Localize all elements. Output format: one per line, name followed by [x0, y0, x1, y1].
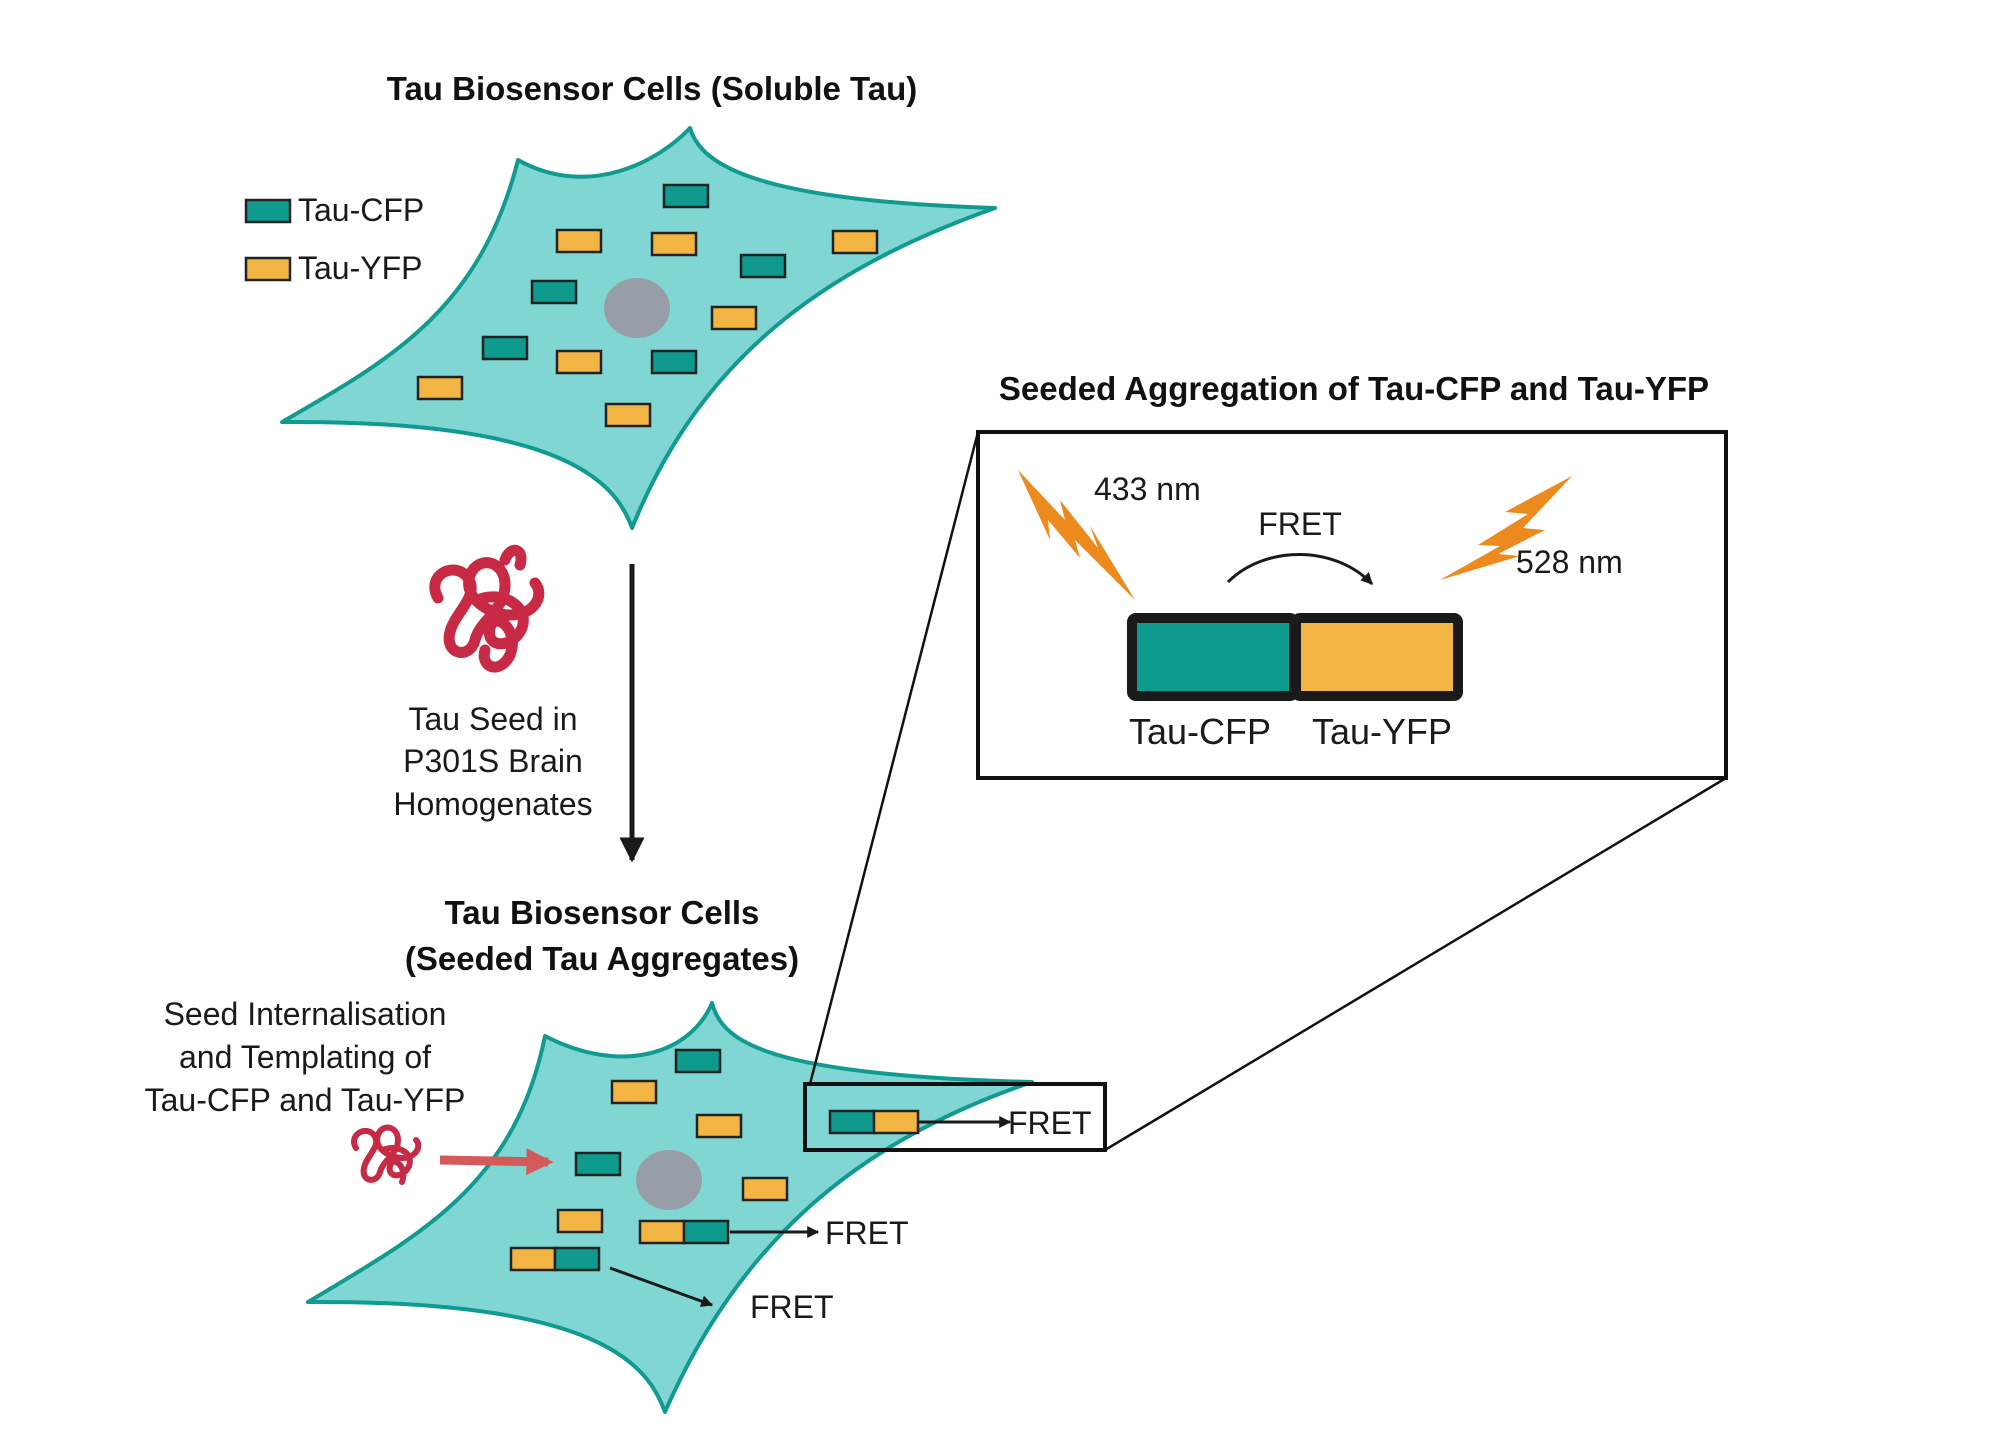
aggregate-cfp	[828, 1109, 876, 1135]
fret-label-2: FRET	[825, 1215, 909, 1251]
tau-yfp-protein	[610, 1079, 658, 1105]
tau-cfp-protein	[574, 1151, 622, 1177]
seed-label-line-3: Homogenates	[393, 786, 592, 822]
bottom-cell	[306, 1001, 1034, 1414]
internalisation-arrow	[439, 1148, 554, 1176]
fret-label-3: FRET	[750, 1289, 834, 1325]
fret-arrow-3	[609, 1266, 714, 1307]
tau-yfp-protein	[556, 1208, 604, 1234]
tau-yfp-protein	[831, 229, 879, 255]
bottom-cell-nucleus	[636, 1150, 702, 1210]
inset-tau-cfp-block	[1127, 613, 1299, 701]
aggregate-cfp	[682, 1219, 730, 1245]
inset-fret-label: FRET	[1258, 506, 1342, 542]
inset-fret-arrow	[1226, 553, 1374, 586]
seed-label: Tau Seed in P301S Brain Homogenates	[393, 701, 592, 822]
inset-cfp-label: Tau-CFP	[1129, 711, 1271, 752]
fret-label-1: FRET	[1008, 1105, 1092, 1141]
seed-label-line-2: P301S Brain	[403, 743, 583, 779]
top-cell-nucleus	[604, 278, 670, 338]
seed-label-line-1: Tau Seed in	[408, 701, 577, 737]
legend: Tau-CFP Tau-YFP	[244, 192, 424, 286]
small-tau-seed-icon	[351, 1124, 422, 1185]
zoom-connector-bottom	[1104, 776, 1727, 1152]
inset-tau-yfp-block	[1291, 613, 1463, 701]
top-cell-proteins	[416, 183, 879, 428]
tau-yfp-protein	[695, 1113, 743, 1139]
bottom-cell-title-line-1: Tau Biosensor Cells	[445, 894, 760, 931]
internalisation-line-3: Tau-CFP and Tau-YFP	[145, 1082, 466, 1118]
legend-cfp-swatch	[244, 198, 292, 224]
aggregate-yfp	[872, 1109, 920, 1135]
tau-cfp-protein	[530, 279, 578, 305]
aggregate-yfp	[638, 1219, 686, 1245]
legend-yfp-swatch	[244, 256, 292, 282]
tau-cfp-protein	[662, 183, 710, 209]
top-cell	[280, 126, 997, 530]
tau-yfp-protein	[555, 228, 603, 254]
aggregate-cfp	[553, 1246, 601, 1272]
zoom-connector-top	[808, 431, 980, 1085]
internalisation-label: Seed Internalisation and Templating of T…	[145, 996, 466, 1118]
emission-lightning-icon	[1440, 476, 1572, 580]
internalisation-line-2: and Templating of	[179, 1039, 431, 1075]
tau-yfp-protein	[741, 1176, 789, 1202]
excitation-label: 433 nm	[1094, 471, 1201, 507]
inset-panel	[976, 430, 1728, 780]
tau-cfp-protein	[674, 1048, 722, 1074]
tau-yfp-protein	[650, 231, 698, 257]
zoom-selection-box	[803, 1082, 1107, 1152]
tau-cfp-protein	[481, 335, 529, 361]
tau-yfp-protein	[416, 375, 464, 401]
legend-cfp-label: Tau-CFP	[298, 192, 424, 228]
aggregate-yfp	[509, 1246, 557, 1272]
excitation-lightning-icon	[1018, 470, 1135, 600]
tau-yfp-protein	[604, 402, 652, 428]
emission-label: 528 nm	[1516, 544, 1623, 580]
tau-yfp-protein	[710, 305, 758, 331]
internalisation-line-1: Seed Internalisation	[164, 996, 447, 1032]
tau-seed-icon	[429, 545, 545, 673]
top-cell-title: Tau Biosensor Cells (Soluble Tau)	[387, 70, 918, 107]
legend-yfp-label: Tau-YFP	[298, 250, 422, 286]
bottom-cell-proteins	[509, 1048, 920, 1272]
tau-yfp-protein	[555, 349, 603, 375]
tau-cfp-protein	[739, 253, 787, 279]
inset-yfp-label: Tau-YFP	[1312, 711, 1452, 752]
inset-title: Seeded Aggregation of Tau-CFP and Tau-YF…	[999, 370, 1709, 407]
tau-cfp-protein	[650, 349, 698, 375]
bottom-cell-title-line-2: (Seeded Tau Aggregates)	[405, 940, 799, 977]
